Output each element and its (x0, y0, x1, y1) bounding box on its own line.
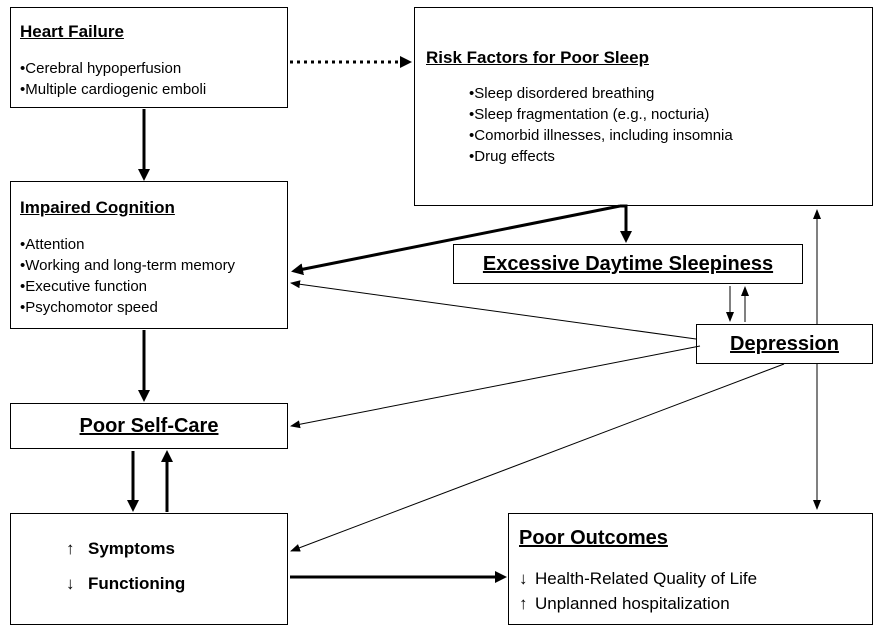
list-item: Sleep disordered breathing (469, 83, 733, 104)
daytime-sleepiness-box: Excessive Daytime Sleepiness (453, 244, 803, 284)
outcome-label: Health-Related Quality of Life (535, 569, 758, 588)
poor-self-care-title: Poor Self-Care (79, 415, 219, 437)
depression-box: Depression (696, 324, 873, 364)
list-item: Multiple cardiogenic emboli (20, 79, 206, 100)
symptoms-line: ↑ Symptoms (66, 539, 175, 559)
down-arrow-icon: ↓ (66, 574, 75, 593)
poor-self-care-box: Poor Self-Care (10, 403, 288, 449)
poor-outcomes-list: ↓ Health-Related Quality of Life ↑ Unplann… (519, 566, 757, 616)
list-item: Attention (20, 234, 235, 255)
risk-factors-box: Risk Factors for Poor Sleep Sleep disord… (414, 7, 873, 206)
symptoms-label: Symptoms (88, 539, 175, 558)
impaired-cognition-box: Impaired Cognition Attention Working and… (10, 181, 288, 329)
up-arrow-icon: ↑ (519, 594, 528, 613)
depression-title: Depression (730, 333, 839, 355)
up-arrow-icon: ↑ (66, 539, 75, 558)
list-item: ↑ Unplanned hospitalization (519, 591, 757, 616)
functioning-line: ↓ Functioning (66, 574, 185, 594)
daytime-sleepiness-title: Excessive Daytime Sleepiness (482, 253, 774, 275)
down-arrow-icon: ↓ (519, 569, 528, 588)
list-item: Sleep fragmentation (e.g., nocturia) (469, 104, 733, 125)
list-item: Executive function (20, 276, 235, 297)
impaired-cognition-list: Attention Working and long-term memory E… (20, 234, 235, 318)
risk-factors-title: Risk Factors for Poor Sleep (426, 48, 649, 67)
list-item: Comorbid illnesses, including insomnia (469, 125, 732, 146)
list-item: Working and long-term memory (20, 255, 235, 276)
list-item: Psychomotor speed (20, 297, 235, 318)
poor-outcomes-box: Poor Outcomes ↓ Health-Related Quality of… (508, 513, 873, 625)
poor-outcomes-title: Poor Outcomes (519, 527, 668, 549)
thin-arrow (290, 280, 697, 340)
thin-arrow (290, 345, 701, 429)
risk-factors-list: Sleep disordered breathing Sleep fragmen… (469, 83, 733, 167)
heart-failure-list: Cerebral hypoperfusion Multiple cardioge… (20, 58, 206, 100)
heart-failure-title: Heart Failure (20, 22, 124, 41)
list-item: ↓ Health-Related Quality of Life (519, 566, 757, 591)
functioning-label: Functioning (88, 574, 186, 593)
thick-arrow (620, 204, 632, 243)
symptoms-functioning-box: ↑ Symptoms ↓ Functioning (10, 513, 288, 625)
list-item: Drug effects (469, 146, 733, 167)
thin-arrow (290, 363, 785, 552)
impaired-cognition-title: Impaired Cognition (20, 198, 175, 217)
list-item: Cerebral hypoperfusion (20, 58, 206, 79)
heart-failure-box: Heart Failure Cerebral hypoperfusion Mul… (10, 7, 288, 108)
outcome-label: Unplanned hospitalization (535, 594, 730, 613)
thick-arrow (291, 204, 621, 276)
